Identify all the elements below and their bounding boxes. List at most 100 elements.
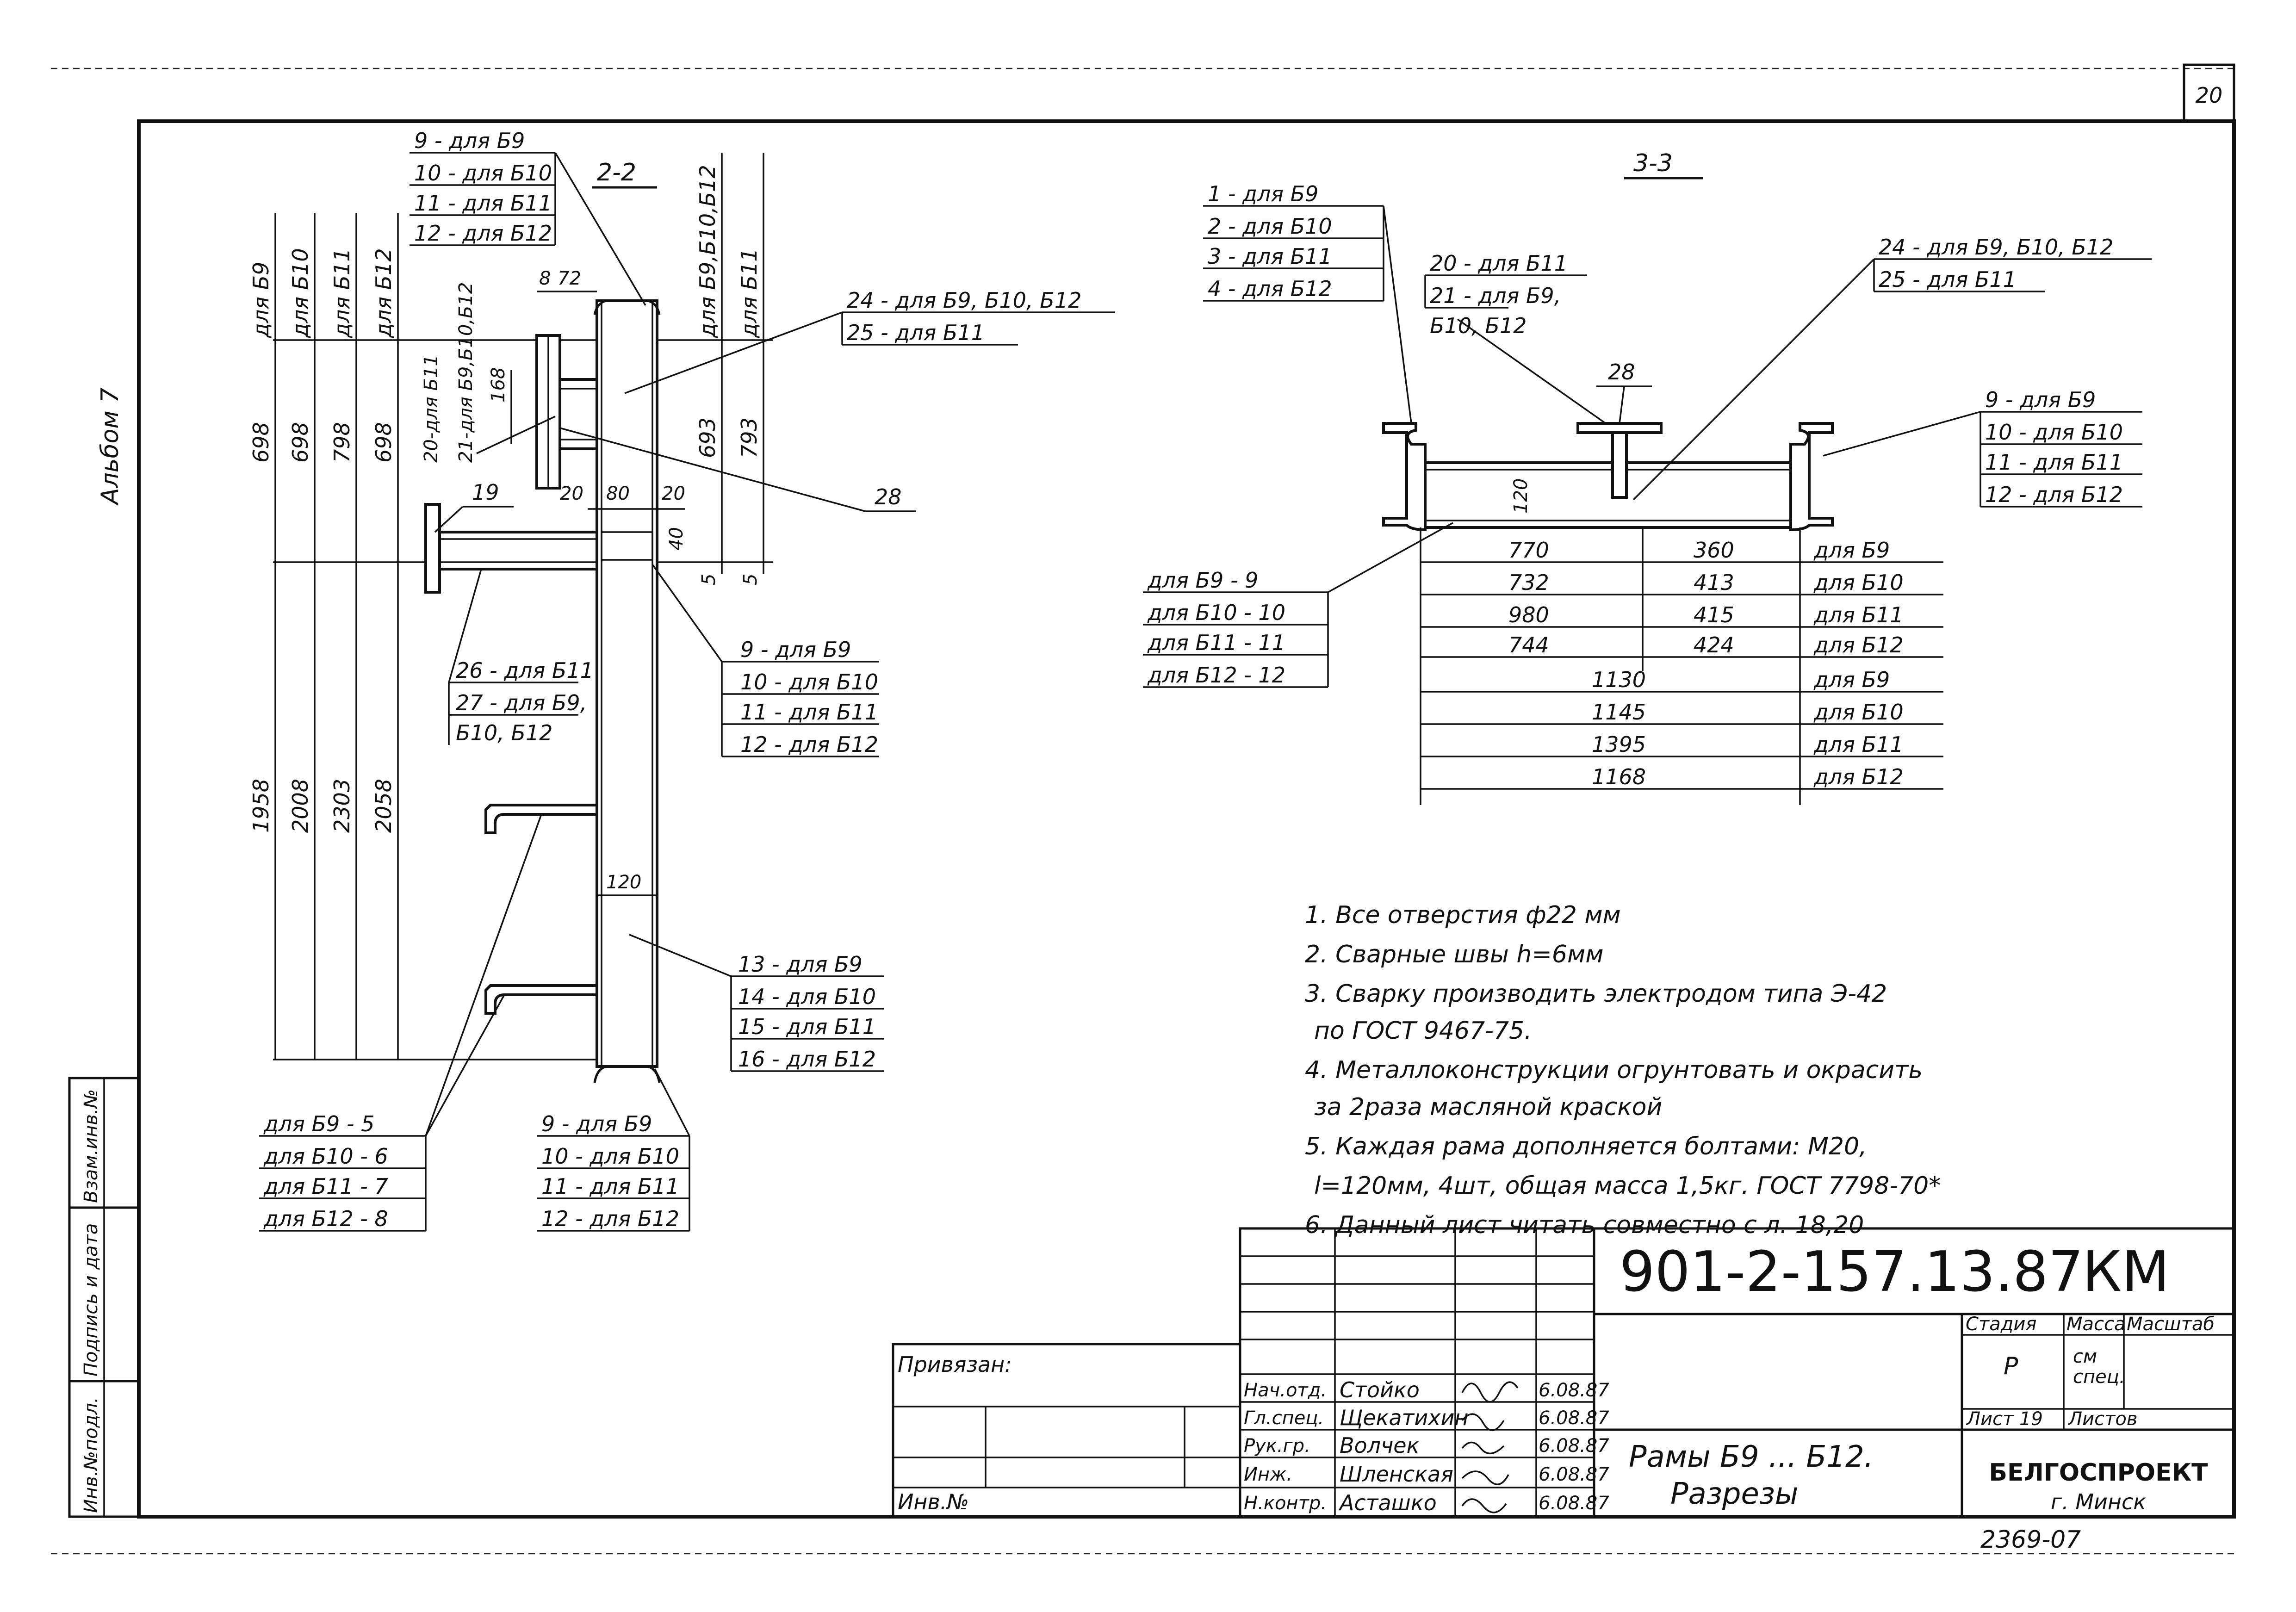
stage-label: Стадия <box>1966 1314 2036 1335</box>
sig-date-3: 6.08.87 <box>1539 1435 1609 1457</box>
d33-t-4: 1168 <box>1592 764 1646 789</box>
stage-value: Р <box>2004 1352 2018 1380</box>
note-4: 4. Металлоконструкции огрунтовать и окра… <box>1305 1056 1923 1084</box>
sig-name-1: Стойко <box>1340 1377 1420 1402</box>
sig-role-2: Гл.спец. <box>1244 1407 1324 1429</box>
d33-a-4: 744 <box>1508 632 1549 657</box>
sig-role-3: Рук.гр. <box>1244 1435 1310 1457</box>
drawing-code: 901-2-157.13.87 <box>1620 1240 2084 1304</box>
dim-20b: 20 <box>662 483 685 504</box>
dim-28: 28 <box>875 484 902 509</box>
c22-13: 13 - для Б9 <box>738 952 863 977</box>
d33-b-2: 413 <box>1694 570 1734 595</box>
dim-5b: 5 <box>740 574 761 585</box>
c22-14: 14 - для Б10 <box>738 984 876 1009</box>
vzam-inv-label: Взам.инв.№ <box>81 1089 102 1203</box>
d33-a-2: 732 <box>1508 570 1549 595</box>
d33-b-3: 415 <box>1694 602 1734 627</box>
col-header-b11: для Б11 <box>329 248 354 338</box>
c33-left-2: 2 - для Б10 <box>1208 214 1332 239</box>
c33-20: 20 - для Б11 <box>1430 251 1568 276</box>
lists-label: Листов <box>2067 1408 2137 1430</box>
c33-25: 25 - для Б11 <box>1879 267 2017 292</box>
c22-mid-9: 9 - для Б9 <box>740 637 851 662</box>
sig-date-5: 6.08.87 <box>1539 1493 1609 1514</box>
c33-right-11: 11 - для Б11 <box>1985 450 2123 475</box>
privyazan-label: Привязан: <box>898 1352 1012 1377</box>
right-header-b9-b10-b12: для Б9,Б10,Б12 <box>695 165 720 338</box>
d33-l-1: для Б9 <box>1813 538 1890 563</box>
sig-role-4: Инж. <box>1244 1464 1292 1485</box>
sig-role-1: Нач.отд. <box>1244 1380 1327 1401</box>
left-channel <box>1382 422 1427 532</box>
page-number: 20 <box>2196 83 2223 108</box>
col-header-b9: для Б9 <box>248 262 273 338</box>
c22-15: 15 - для Б11 <box>738 1014 876 1039</box>
podpis-data-label: Подпись и дата <box>81 1223 102 1376</box>
dim-8: 8 <box>539 268 551 289</box>
sig-name-4: Шленская <box>1340 1462 1453 1487</box>
d33-b-4: 424 <box>1694 632 1734 657</box>
c33-right-10: 10 - для Б10 <box>1985 420 2123 445</box>
c33-right-9: 9 - для Б9 <box>1985 387 2096 412</box>
c22-label-20: 20-для Б11 <box>421 354 442 463</box>
org-city: г. Минск <box>2051 1489 2146 1514</box>
lower-dim-b9: 1958 <box>248 779 273 833</box>
col-header-b12: для Б12 <box>371 248 396 338</box>
c33-bl-12: для Б12 - 12 <box>1147 663 1285 688</box>
c22-right-25: 25 - для Б11 <box>847 320 985 345</box>
c22-16: 16 - для Б12 <box>738 1047 876 1072</box>
lower-dim-b12: 2058 <box>371 779 396 833</box>
note-3b: по ГОСТ 9467-75. <box>1314 1017 1532 1045</box>
c33-left-3: 3 - для Б11 <box>1208 244 1332 269</box>
c33-bl-10: для Б10 - 10 <box>1147 600 1285 625</box>
notes: 1. Все отверстия ф22 мм 2. Сварные швы h… <box>1305 901 1941 1239</box>
d33-l-3: для Б11 <box>1813 602 1904 627</box>
inv-podl-label: Инв.№подл. <box>81 1397 102 1513</box>
d33-a-1: 770 <box>1508 538 1549 563</box>
d33-tl-4: для Б12 <box>1813 764 1904 789</box>
c33-bl-9: для Б9 - 9 <box>1147 568 1258 593</box>
d33-120: 120 <box>1510 478 1532 514</box>
dim-120: 120 <box>606 872 641 893</box>
org-name: БЕЛГОСПРОЕКТ <box>1989 1459 2208 1487</box>
note-1: 1. Все отверстия ф22 мм <box>1305 901 1621 929</box>
c22-top-11: 11 - для Б11 <box>414 191 552 216</box>
upper-dim-b10: 698 <box>288 422 313 463</box>
c22-left-6: для Б10 - 6 <box>263 1144 388 1169</box>
c33-right-12: 12 - для Б12 <box>1985 482 2123 507</box>
sig-role-5: Н.контр. <box>1244 1493 1327 1514</box>
c22-top-12: 12 - для Б12 <box>414 221 552 246</box>
c22-mid-10: 10 - для Б10 <box>740 670 878 694</box>
section-3-3: 3-3 28 120 1 - для Б9 2 - для Б10 3 - дл… <box>1143 149 2152 805</box>
right-dim-793: 793 <box>737 417 762 458</box>
right-header-b11: для Б11 <box>737 248 762 338</box>
beam-stub <box>438 531 598 570</box>
sig-name-2: Щекатихин <box>1340 1405 1468 1430</box>
c33-bl-11: для Б11 - 11 <box>1147 630 1285 655</box>
c22-left-5: для Б9 - 5 <box>263 1111 374 1136</box>
dim-5a: 5 <box>698 574 720 585</box>
sig-date-4: 6.08.87 <box>1539 1464 1609 1485</box>
c22-label-21: 21-для Б9,Б10,Б12 <box>455 282 477 463</box>
d33-tl-3: для Б11 <box>1813 732 1904 757</box>
drawing-title-1: Рамы Б9 ... Б12. <box>1629 1440 1874 1474</box>
d33-l-4: для Б12 <box>1813 632 1904 657</box>
d33-b-1: 360 <box>1694 538 1734 563</box>
sig-date-2: 6.08.87 <box>1539 1407 1609 1429</box>
d33-a-3: 980 <box>1508 602 1549 627</box>
d33-28: 28 <box>1608 360 1635 384</box>
scale-label: Масштаб <box>2127 1314 2215 1335</box>
upper-dim-b9: 698 <box>248 422 273 463</box>
c22-bot-9: 9 - для Б9 <box>541 1111 652 1136</box>
c22-right-24: 24 - для Б9, Б10, Б12 <box>847 288 1081 313</box>
side-stamp: Альбом 7 <box>96 388 124 506</box>
c22-top-10: 10 - для Б10 <box>414 161 552 186</box>
list-label: Лист 19 <box>1966 1408 2043 1430</box>
sig-name-5: Асташко <box>1338 1490 1437 1515</box>
order-number: 2369-07 <box>1980 1526 2081 1554</box>
signature-marks <box>1461 1381 1519 1513</box>
sig-date-1: 6.08.87 <box>1539 1380 1609 1401</box>
c22-bot-12: 12 - для Б12 <box>541 1206 679 1231</box>
